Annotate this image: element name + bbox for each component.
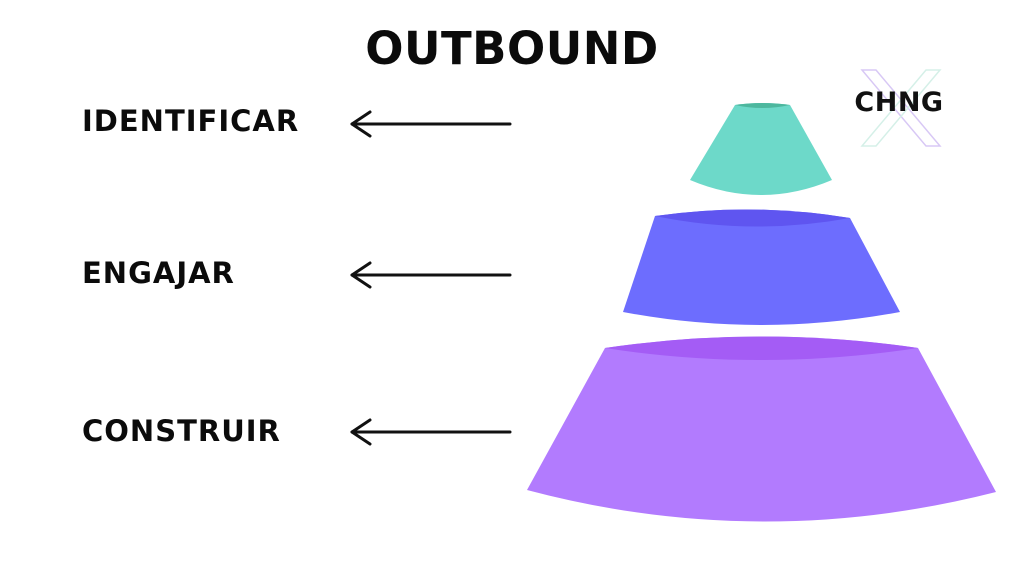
arrow-left-icon [350, 110, 512, 138]
chng-logo: CHNG [846, 66, 956, 150]
stage-label-identificar: IDENTIFICAR [82, 104, 300, 138]
stage-label-construir: CONSTRUIR [82, 414, 281, 448]
logo-x-mark [860, 69, 942, 147]
arrow-left-icon [350, 261, 512, 289]
funnel-tier-identificar [690, 103, 832, 195]
arrow-left-icon [350, 418, 512, 446]
funnel-tier-engajar [623, 209, 900, 325]
page-title: OUTBOUND [365, 22, 659, 75]
logo-text: CHNG [854, 87, 944, 118]
funnel-tier-construir [527, 336, 996, 522]
stage-label-engajar: ENGAJAR [82, 256, 235, 290]
